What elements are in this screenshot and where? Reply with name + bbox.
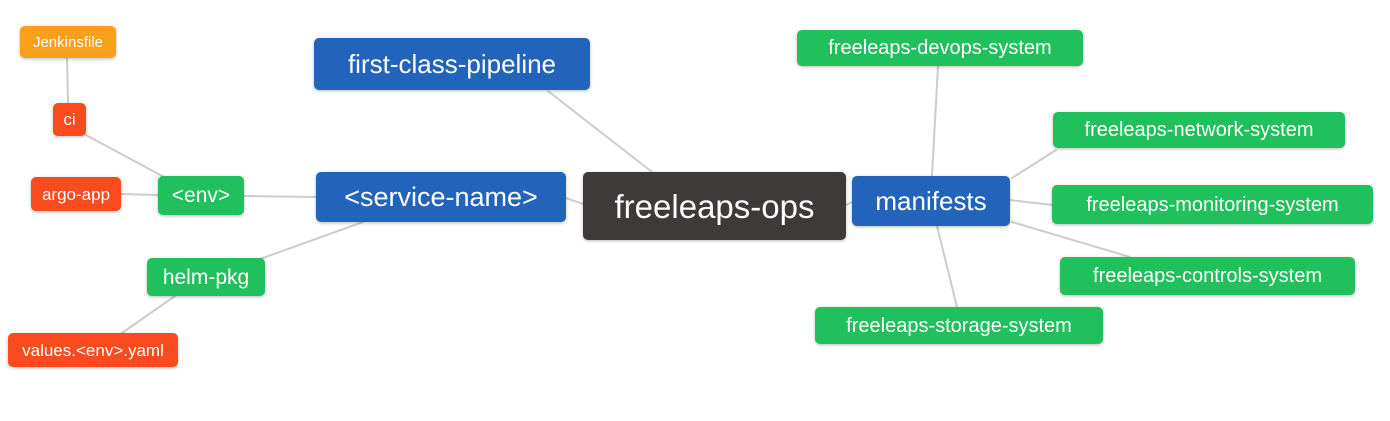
node-freeleaps-network-system[interactable]: freeleaps-network-system [1053, 112, 1345, 148]
node-freeleaps-controls-system[interactable]: freeleaps-controls-system [1060, 257, 1355, 295]
node-values-env-yaml[interactable]: values.<env>.yaml [8, 333, 178, 367]
edge-freeleaps-ops-manifests [845, 201, 853, 206]
edge-manifests-freeleaps-monitoring-system [1009, 199, 1053, 206]
node-first-class-pipeline[interactable]: first-class-pipeline [314, 38, 590, 90]
node-freeleaps-ops[interactable]: freeleaps-ops [583, 172, 846, 240]
edge-helm-pkg-values-env-yaml [121, 295, 176, 334]
node-helm-pkg[interactable]: helm-pkg [147, 258, 265, 296]
node-manifests[interactable]: manifests [852, 176, 1010, 226]
edge-service-name-freeleaps-ops [565, 197, 584, 205]
node-freeleaps-storage-system[interactable]: freeleaps-storage-system [815, 307, 1103, 344]
edge-service-name-helm-pkg [259, 221, 364, 260]
node-jenkinsfile[interactable]: Jenkinsfile [20, 26, 116, 58]
node-freeleaps-monitoring-system[interactable]: freeleaps-monitoring-system [1052, 185, 1373, 224]
edge-manifests-freeleaps-controls-system [1011, 221, 1131, 258]
node-argo-app[interactable]: argo-app [31, 177, 121, 211]
edge-ci-env [83, 133, 165, 178]
edge-manifests-freeleaps-network-system [1011, 149, 1057, 179]
edge-manifests-freeleaps-devops-system [931, 65, 939, 177]
edge-first-class-pipeline-freeleaps-ops [547, 90, 653, 173]
node-freeleaps-devops-system[interactable]: freeleaps-devops-system [797, 30, 1083, 66]
node-env[interactable]: <env> [158, 176, 244, 215]
node-ci[interactable]: ci [53, 103, 86, 136]
edge-env-service-name [243, 195, 317, 198]
edge-manifests-freeleaps-storage-system [936, 225, 958, 308]
edge-jenkinsfile-ci [66, 57, 69, 104]
edge-argo-app-env [120, 193, 159, 196]
node-service-name[interactable]: <service-name> [316, 172, 566, 222]
